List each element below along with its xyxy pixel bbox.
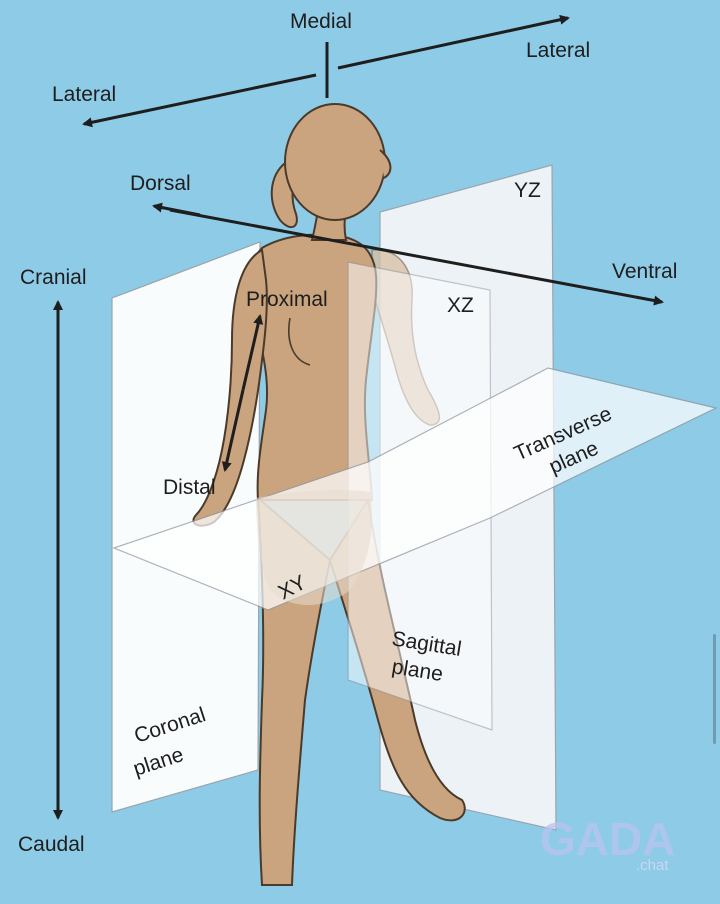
label-proximal: Proximal [246,288,328,311]
label-cranial: Cranial [20,266,87,289]
label-lateral-right: Lateral [526,39,590,62]
watermark-brand: GADA [540,813,675,865]
lateral-right-arrow [337,14,570,70]
label-lateral-left: Lateral [52,83,116,106]
lateral-left-arrow [82,73,317,128]
label-dorsal: Dorsal [130,172,191,195]
label-ventral: Ventral [612,260,677,283]
proximal-distal-arrow-down [221,389,245,472]
proximal-distal-arrow-up [241,314,264,391]
label-medial: Medial [290,10,352,33]
dorsal-ventral-arrow [169,208,664,306]
scrollbar[interactable] [713,634,716,744]
label-yz: YZ [514,179,541,202]
label-caudal: Caudal [18,833,85,856]
hip-overlay [256,490,373,605]
dorsal-arrowhead-line [152,202,201,217]
label-xz: XZ [447,294,474,317]
watermark-sub: .chat [636,857,669,874]
label-distal: Distal [163,476,216,499]
